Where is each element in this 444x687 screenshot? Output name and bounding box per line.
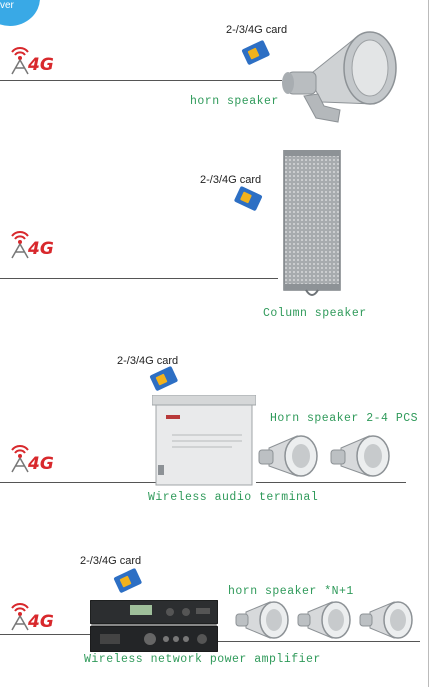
signal-4g-icon xyxy=(6,440,34,474)
sim-card-icon xyxy=(146,364,182,394)
signal-line xyxy=(0,634,92,635)
card-label: 2-/3/4G card xyxy=(80,555,142,567)
power-amplifier-caption: Wireless network power amplifier xyxy=(84,653,321,666)
column-speaker-image xyxy=(280,150,344,300)
signal-line xyxy=(0,80,282,81)
power-amplifier-image xyxy=(90,600,218,652)
top-circle-text: ver xyxy=(0,0,14,11)
right-divider xyxy=(428,0,429,687)
sim-card-icon xyxy=(110,566,146,596)
horn-speaker-image xyxy=(358,598,418,644)
speaker-line xyxy=(218,641,420,642)
signal-4g-icon xyxy=(6,226,34,260)
signal-line xyxy=(0,482,160,483)
signal-4g-icon xyxy=(6,598,34,632)
network-4g-label: 4G xyxy=(28,454,54,474)
section-3: 2-/3/4G card 4G Horn speaker 2 xyxy=(0,350,428,520)
horn-speaker-count-caption: Horn speaker 2-4 PCS xyxy=(270,412,419,425)
card-label: 2-/3/4G card xyxy=(200,174,262,186)
section-1: 4G 2-/3/4G card horn speaker xyxy=(0,0,428,140)
speaker-line xyxy=(256,482,406,483)
section-2: 4G 2-/3/4G card Column speaker xyxy=(0,140,428,320)
horn-speaker-image xyxy=(296,598,356,644)
column-speaker-caption: Column speaker xyxy=(263,307,367,320)
horn-speaker-image xyxy=(234,598,294,644)
horn-speaker-caption: horn speaker xyxy=(190,95,279,108)
wireless-audio-terminal-image xyxy=(152,395,256,487)
horn-speaker-image xyxy=(327,432,397,482)
horn-speaker-image xyxy=(255,432,325,482)
signal-4g-icon xyxy=(6,42,34,76)
network-4g-label: 4G xyxy=(28,55,54,75)
sim-card-icon xyxy=(238,38,274,68)
horn-speaker-image xyxy=(278,18,404,128)
sim-card-icon xyxy=(230,184,266,214)
card-label: 2-/3/4G card xyxy=(226,24,288,36)
network-4g-label: 4G xyxy=(28,239,54,259)
wireless-audio-terminal-caption: Wireless audio terminal xyxy=(148,491,319,504)
signal-line xyxy=(0,278,278,279)
card-label: 2-/3/4G card xyxy=(117,355,179,367)
horn-speaker-multi-caption: horn speaker *N+1 xyxy=(228,585,354,598)
section-4: 2-/3/4G card 4G xyxy=(0,550,428,687)
network-4g-label: 4G xyxy=(28,612,54,632)
